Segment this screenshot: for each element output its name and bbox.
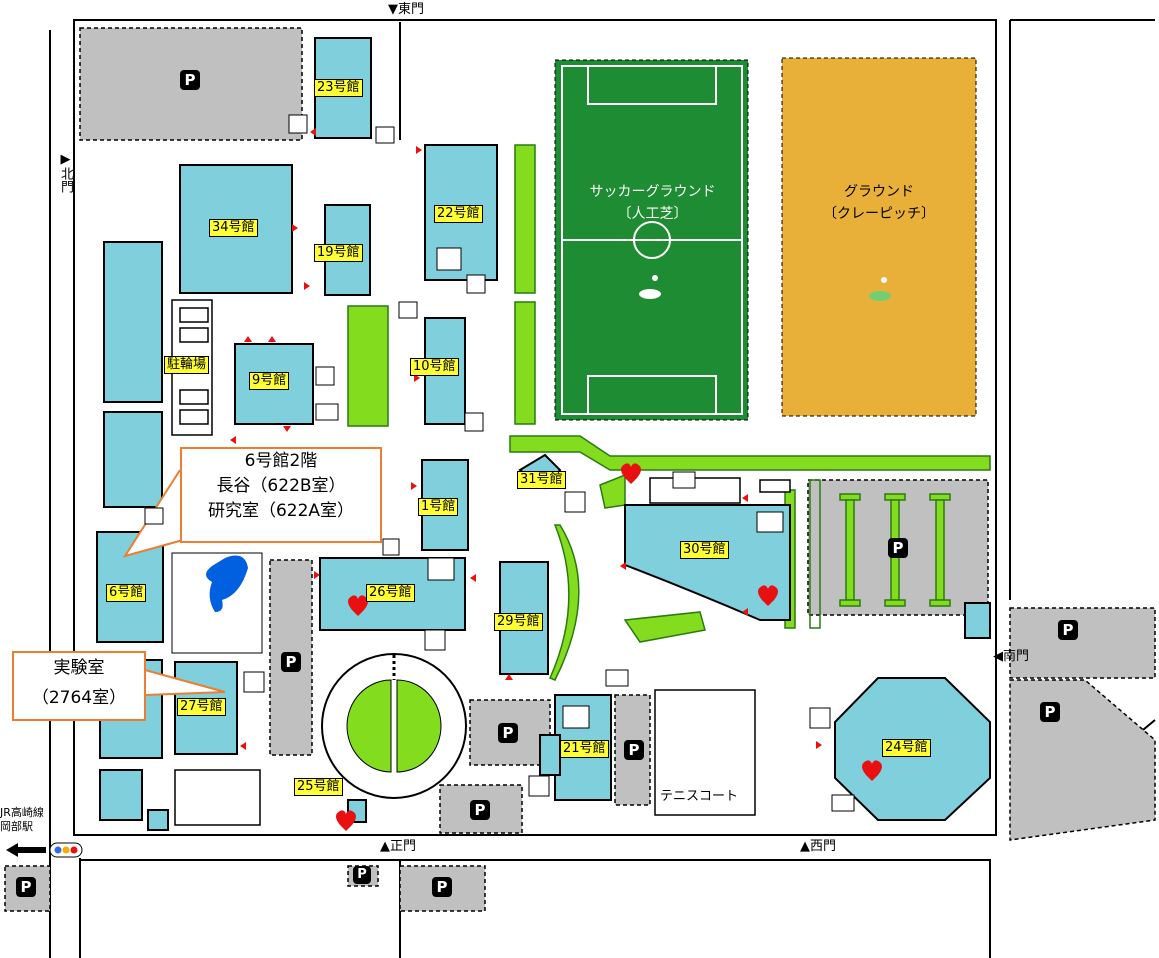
soccer-field xyxy=(554,59,749,421)
facility-icons xyxy=(144,114,855,812)
wheelchair-icon xyxy=(288,114,308,134)
bicycle-parking-label: 駐輪場 xyxy=(164,356,210,374)
aed-heart-icon xyxy=(348,595,368,616)
soccer-ground-subtitle: 〔人工芝〕 xyxy=(617,206,688,222)
smoking-area-icon xyxy=(315,403,339,421)
building-9-label: 9号館 xyxy=(249,372,290,390)
parking-icon: P xyxy=(470,800,490,820)
parking-icon: P xyxy=(432,877,452,897)
lab-27-line2: （2764室） xyxy=(31,688,127,708)
parking-icon: P xyxy=(1058,620,1078,640)
wheelchair-icon xyxy=(315,366,335,386)
aed-icons xyxy=(336,463,882,831)
building-34-label: 34号館 xyxy=(209,219,258,237)
clay-ground-subtitle: 〔クレーピッチ〕 xyxy=(823,206,935,222)
soccer-ground-title: サッカーグラウンド xyxy=(589,184,716,200)
smoking-area-icon xyxy=(398,301,418,319)
building-29-label: 29号館 xyxy=(494,613,543,631)
lab-27-line1: 実験室 xyxy=(53,658,105,678)
pond xyxy=(206,555,248,612)
south-gate-label: ◀南門 xyxy=(993,649,1029,664)
lab-6-callout: 6号館2階 長谷（622B室） 研究室（622A室） xyxy=(180,447,382,543)
west-gate-label: ▲西門 xyxy=(800,839,836,854)
building-19-label: 19号館 xyxy=(314,244,363,262)
clay-ground xyxy=(781,57,977,417)
parking-icon: P xyxy=(1040,702,1060,722)
station-line-label: JR高崎線 xyxy=(0,806,44,819)
parking-icon: P xyxy=(281,652,301,672)
traffic-light-icon xyxy=(49,842,83,858)
aed-heart-icon xyxy=(862,760,882,781)
roundabout xyxy=(321,653,467,799)
sports-icons xyxy=(639,275,891,301)
wc-icon xyxy=(427,557,455,581)
wheelchair-icon xyxy=(464,412,484,432)
main-gate-label: ▲正門 xyxy=(380,839,416,854)
lab-27-callout: 実験室 （2764室） xyxy=(12,651,146,721)
building-21-label: 21号館 xyxy=(560,740,609,758)
aed-heart-icon xyxy=(336,810,356,831)
lab-6-line3: 研究室（622A室） xyxy=(207,501,355,521)
entrance-markers xyxy=(230,128,822,750)
tennis-court-label: テニスコート xyxy=(660,789,739,804)
left-arrow-icon xyxy=(6,843,46,857)
parking-icon: P xyxy=(180,70,200,90)
smoking-area-icon xyxy=(831,794,855,812)
parking-icon: P xyxy=(888,538,908,558)
east-gate-label: ▼東門 xyxy=(388,2,424,17)
north-gate-label: ▶北門 xyxy=(58,152,73,193)
building-30-label: 30号館 xyxy=(680,541,729,559)
building-27-label: 27号館 xyxy=(177,698,226,716)
parking-icon: P xyxy=(498,723,518,743)
wheelchair-icon xyxy=(243,671,265,693)
building-24-label: 24号館 xyxy=(882,739,931,757)
parking-icon: P xyxy=(353,866,371,884)
parking-icon: P xyxy=(16,877,36,897)
building-23-label: 23号館 xyxy=(314,79,363,97)
wc-icon xyxy=(756,511,784,533)
clay-ground-title: グラウンド xyxy=(844,184,914,200)
parking-icon: P xyxy=(624,740,644,760)
wheelchair-icon xyxy=(466,274,486,294)
wc-icon xyxy=(562,705,590,729)
building-10-label: 10号館 xyxy=(410,358,459,376)
wheelchair-icon xyxy=(809,707,831,729)
smoking-area-icon xyxy=(672,471,696,489)
building-31-label: 31号館 xyxy=(517,471,566,489)
wheelchair-icon xyxy=(528,775,550,797)
building-6-label: 6号館 xyxy=(106,584,147,602)
wheelchair-icon xyxy=(564,491,586,513)
station-name-label: 岡部駅 xyxy=(0,820,33,833)
aed-heart-icon xyxy=(621,463,641,484)
lab-6-line1: 6号館2階 xyxy=(244,451,318,471)
building-1-label: 1号館 xyxy=(418,498,459,516)
aed-heart-icon xyxy=(758,585,778,606)
building-22-label: 22号館 xyxy=(434,205,483,223)
wheelchair-icon xyxy=(424,629,446,651)
smoking-area-icon xyxy=(144,507,164,525)
building-26-label: 26号館 xyxy=(366,584,415,602)
building-25-label: 25号館 xyxy=(294,778,343,796)
smoking-area-icon xyxy=(605,669,629,687)
wc-icon xyxy=(436,247,462,271)
smoking-area-icon xyxy=(375,126,395,144)
wheelchair-icon xyxy=(382,538,400,556)
lab-6-line2: 長谷（622B室） xyxy=(216,476,346,496)
